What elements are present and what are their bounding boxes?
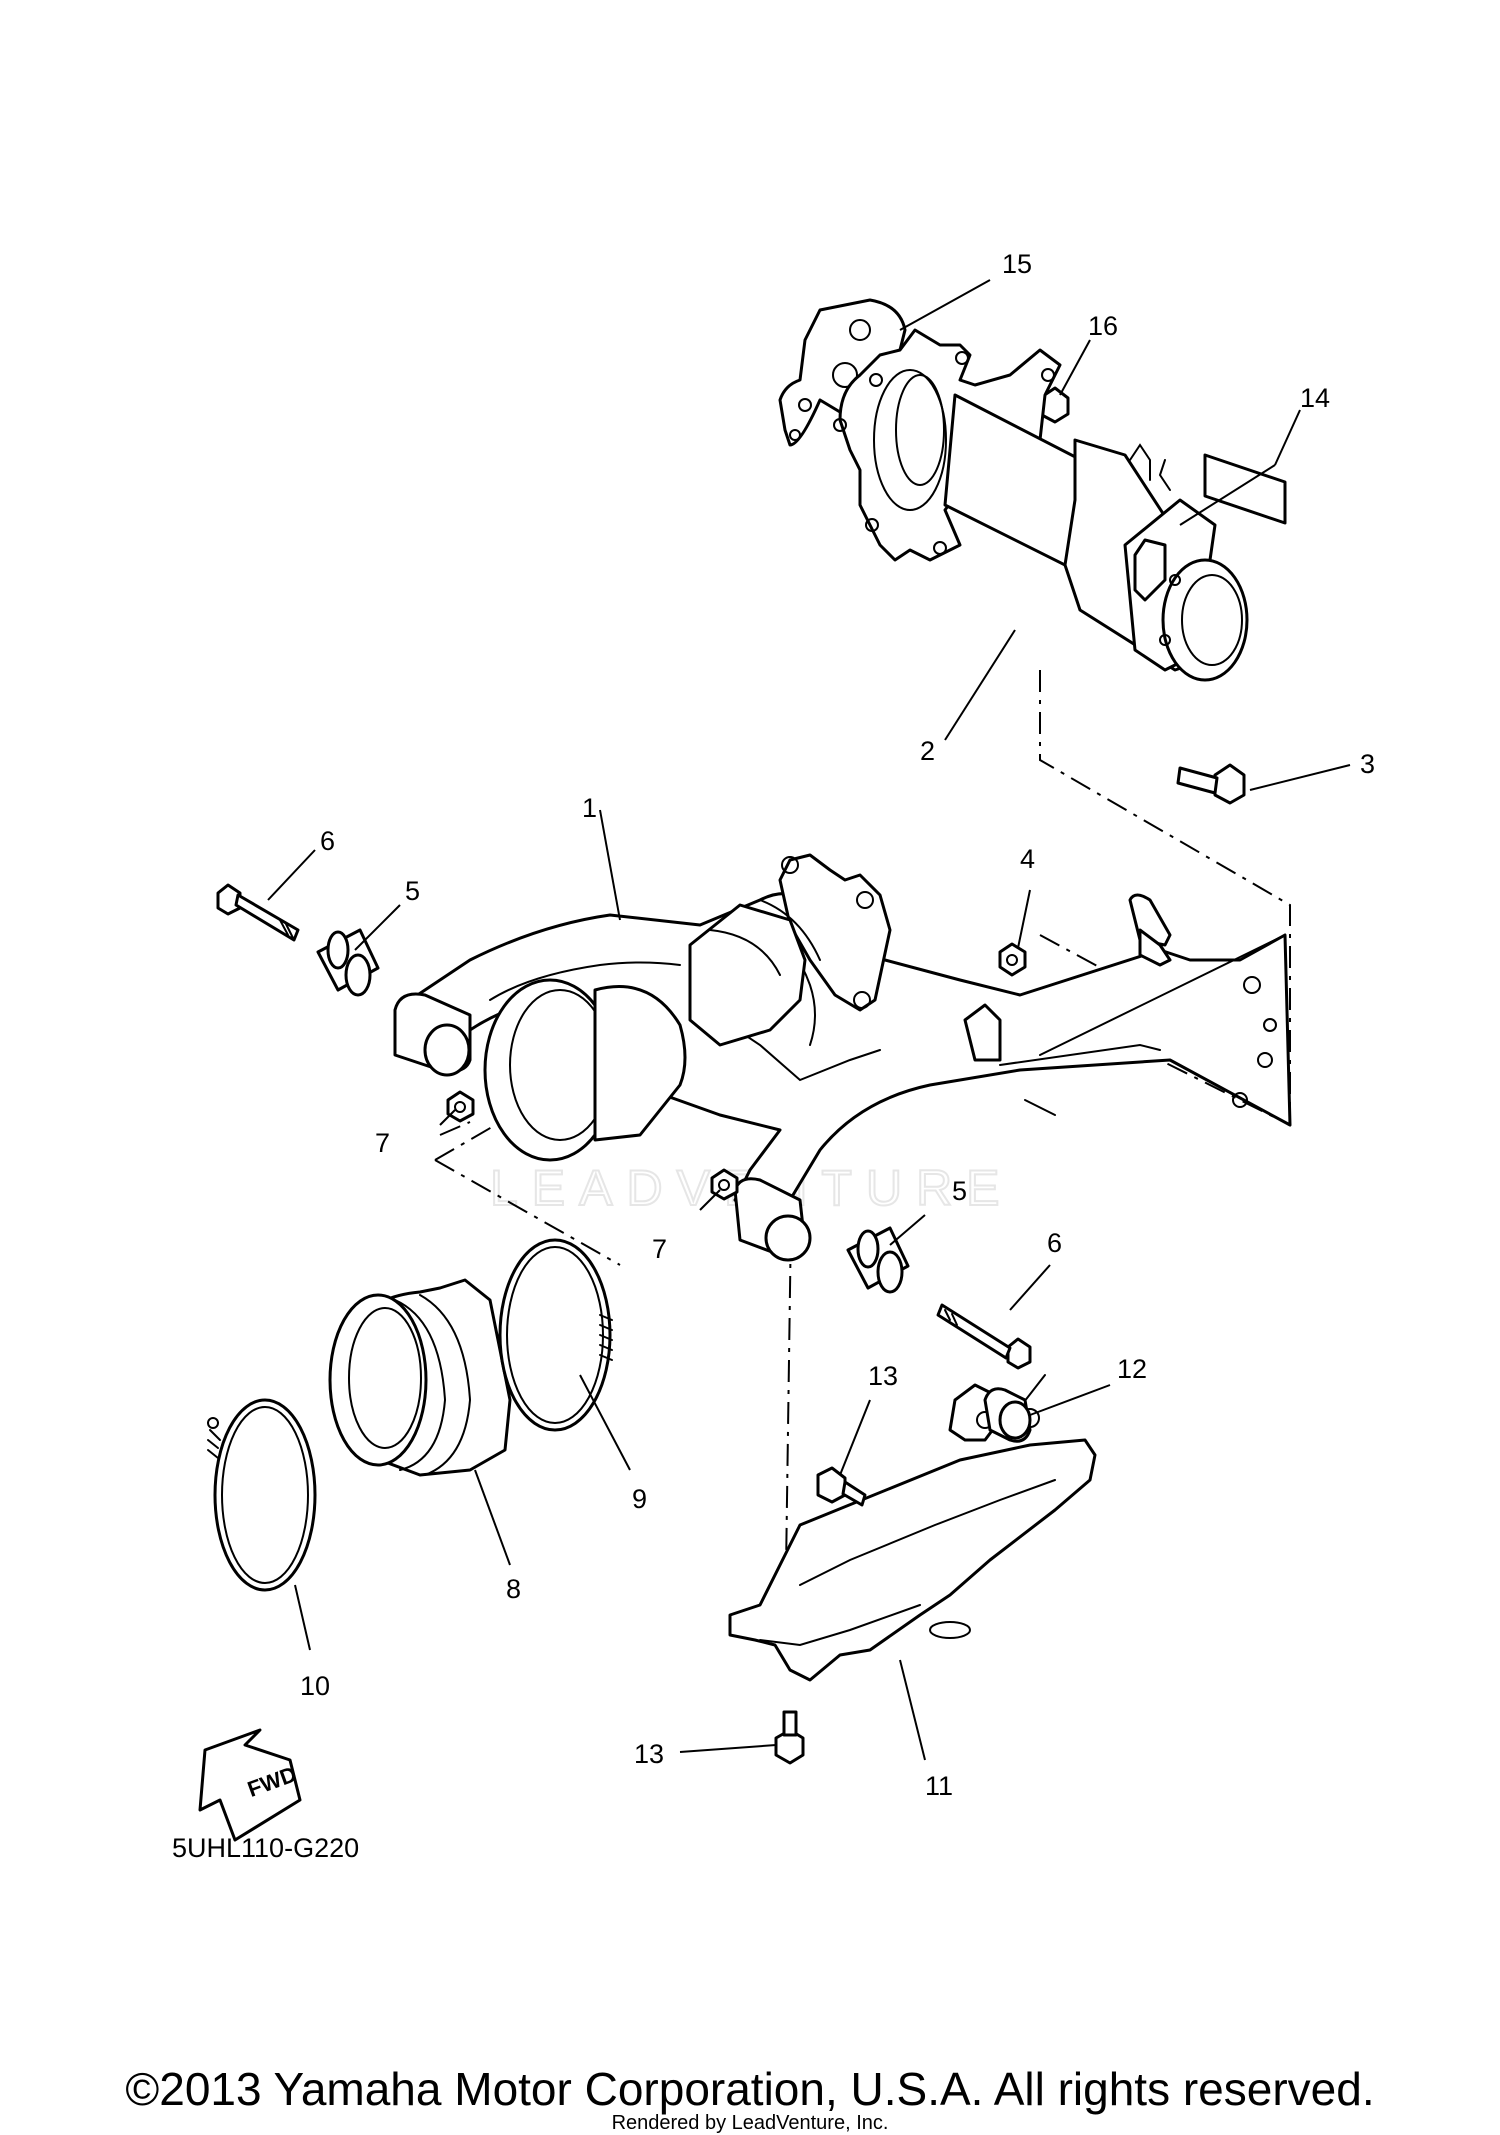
nut-part-7-left [446,1090,475,1123]
label-part-14 [1203,453,1287,525]
callout-11: 11 [925,1771,953,1801]
callout-12: 12 [1117,1354,1147,1384]
swingarm-part-1 [393,853,1292,1262]
callout-14: 14 [1300,383,1330,413]
callout-6-right: 6 [1047,1228,1062,1258]
callout-13-top: 13 [868,1361,898,1391]
bolt-part-6-right [936,1303,1032,1370]
damper-part-12 [983,1387,1032,1443]
bolt-part-6-left [216,883,300,942]
diagram-code: 5UHL110-G220 [172,1833,360,1863]
callout-3: 3 [1360,749,1375,779]
leader-lines [267,279,1351,1761]
callout-15: 15 [1002,249,1032,279]
nut-part-7-right [710,1168,739,1201]
callout-4: 4 [1020,844,1035,874]
callout-9: 9 [632,1484,647,1514]
bolt-part-13-top [816,1466,867,1507]
axle-housing-part-2 [833,328,1249,682]
clamp-part-9 [498,1238,613,1432]
callout-16: 16 [1088,311,1118,341]
callout-6-left: 6 [320,826,335,856]
callout-1: 1 [582,793,597,823]
bushing-part-5-right [846,1226,910,1294]
bracket-part-15 [778,298,907,447]
bolt-part-13-bottom [774,1710,805,1765]
fwd-arrow-icon: FWD [198,1728,302,1842]
skid-plate-part-11 [728,1383,1097,1682]
copyright-notice: ©2013 Yamaha Motor Corporation, U.S.A. A… [125,2063,1375,2115]
callout-7-left: 7 [375,1128,390,1158]
callout-5-left: 5 [405,876,420,906]
callout-13-bottom: 13 [634,1739,664,1769]
callout-7-right: 7 [652,1234,667,1264]
clamp-part-10 [207,1398,317,1592]
boot-part-8 [328,1278,512,1477]
callout-10: 10 [300,1671,330,1701]
nut-part-4 [998,942,1027,977]
bolt-part-3 [1176,763,1246,805]
callout-5-right: 5 [952,1176,967,1206]
callout-2: 2 [920,736,935,766]
callout-8: 8 [506,1574,521,1604]
rendered-by-notice: Rendered by LeadVenture, Inc. [611,2112,889,2134]
callout-labels: 15 16 14 2 3 1 4 6 5 7 7 5 6 12 13 9 8 1… [300,249,1375,1801]
bushing-part-5-left [316,928,380,997]
